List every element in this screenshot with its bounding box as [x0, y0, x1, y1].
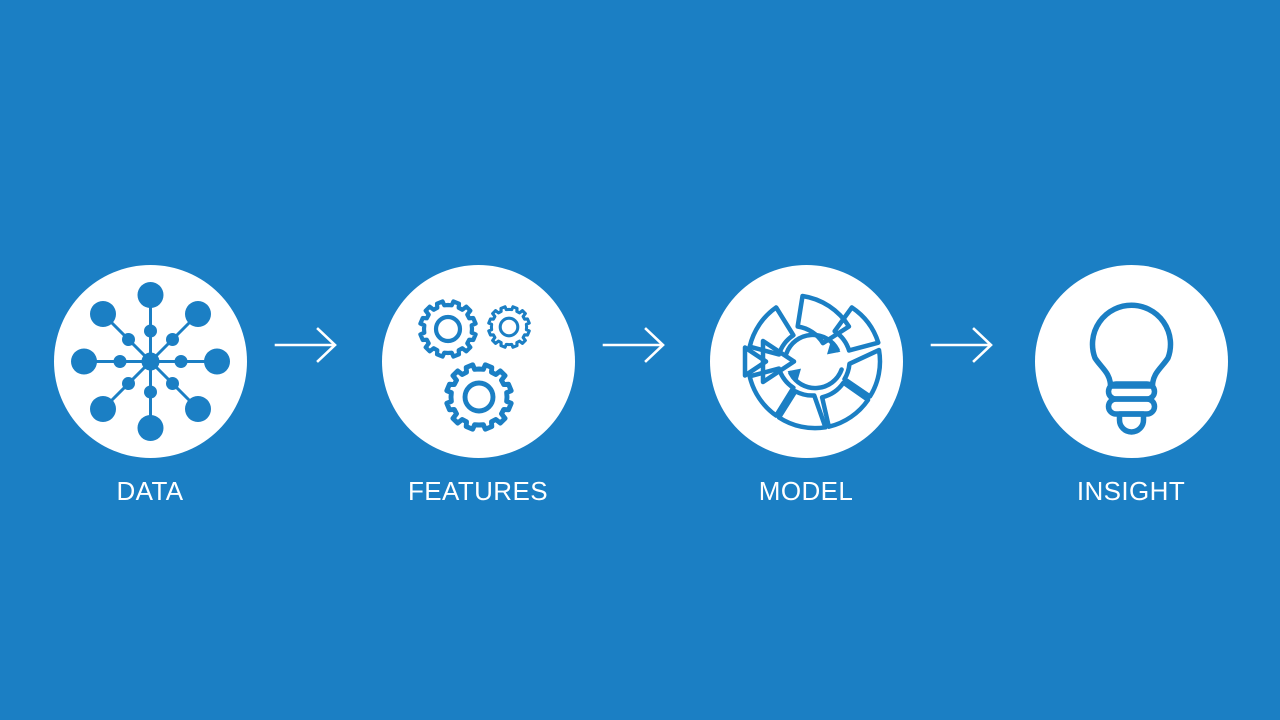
step-insight-disc: [1034, 265, 1228, 458]
step-features-label: FEATURES: [408, 476, 548, 506]
step-features[interactable]: FEATURES: [378, 265, 578, 504]
gears-icon: [382, 265, 531, 458]
step-insight[interactable]: INSIGHT: [1031, 265, 1231, 504]
step-data-disc: [53, 265, 247, 458]
lightbulb-icon: [1089, 302, 1173, 435]
arrow-right-icon: [274, 327, 337, 363]
step-insight-label: INSIGHT: [1076, 476, 1186, 506]
arrow-data-features: [272, 325, 344, 365]
arrow-right-icon: [930, 327, 993, 363]
arrow-features-model: [600, 325, 672, 365]
network-nodes-icon: [70, 282, 230, 441]
step-model-disc: [709, 265, 903, 458]
arrow-model-insight: [928, 325, 1000, 365]
segmented-donut-cycle-icon: [742, 293, 882, 431]
step-data-label: DATA: [116, 476, 184, 506]
step-features-disc: [381, 265, 575, 458]
step-model-label: MODEL: [758, 476, 854, 506]
arrow-right-icon: [602, 327, 665, 363]
step-data[interactable]: DATA: [50, 265, 250, 504]
step-model[interactable]: MODEL: [706, 265, 906, 504]
